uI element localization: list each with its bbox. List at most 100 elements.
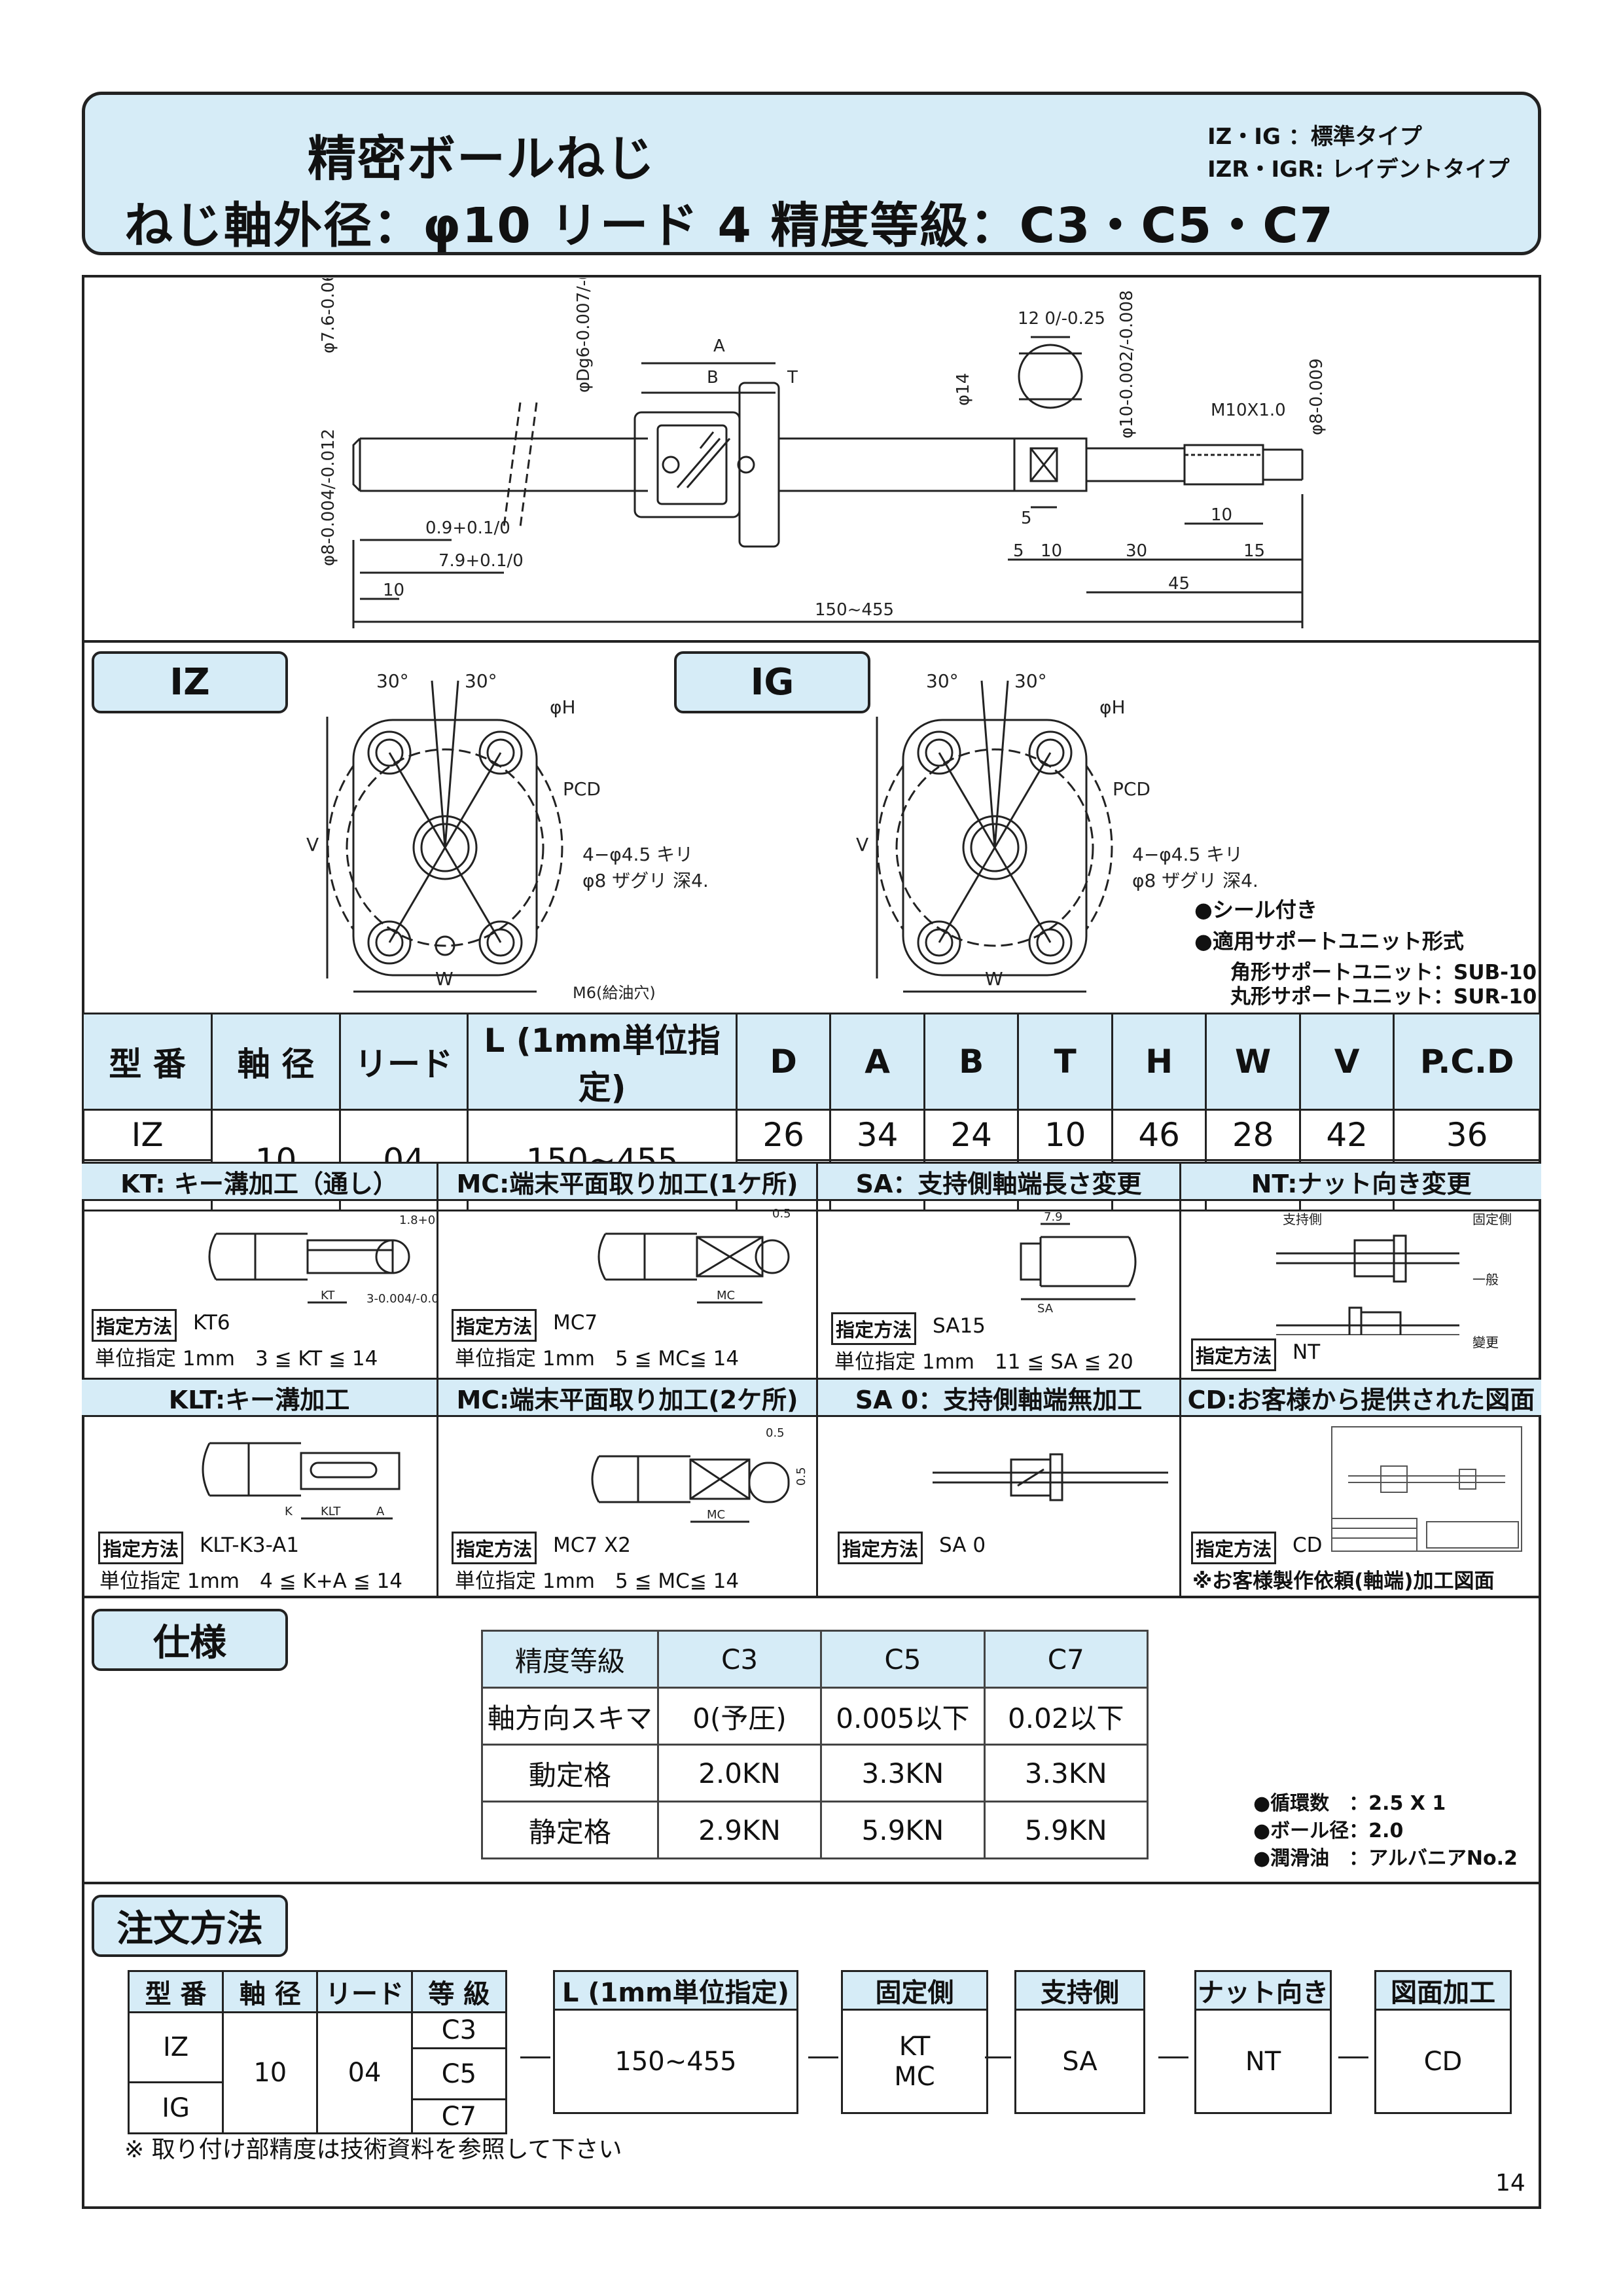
table-row: IZ 10 04 150~455 26 34 24 10 46 28 42 36 (81, 1109, 1541, 1211)
dim-phi14: φ14 (954, 373, 973, 406)
th-v: V (1298, 1013, 1395, 1111)
ig-cbore: φ8 ザグリ 深4.4 (1132, 870, 1257, 891)
dim-79: 7.9+0.1/0 (438, 551, 524, 571)
order-grade-c3: C3 (410, 2011, 508, 2049)
order-length-head: L (1mm単位指定) (555, 1972, 796, 2011)
label-order: 注文方法 (92, 1895, 288, 1957)
iz-flange-drawing: 30° 30° φH PCD 4−φ4.5 キリ φ8 ザグリ 深4.4 V W… (306, 670, 707, 1002)
cd-thumbnail-icon (1331, 1426, 1522, 1552)
ig-flange-drawing: 30° 30° φH PCD 4−φ4.5 キリ φ8 ザグリ 深4.4 V W (856, 670, 1257, 993)
klt-range: 単位指定 1mm 4 ≦ K+A ≦ 14 (99, 1570, 403, 1593)
order-drawing-val: CD (1423, 2046, 1463, 2077)
order-support-box: 支持側 SA (1014, 1970, 1145, 2114)
mc2-code: MC7 X2 (553, 1534, 631, 1557)
cell-h: 46 (1111, 1109, 1207, 1161)
opt-mc2-title: MC:端末平面取り加工(2ケ所) (438, 1378, 818, 1417)
klt-method-tag: 指定方法 (98, 1532, 184, 1564)
title-banner: 精密ボールねじ ねじ軸外径：φ10 リード 4 精度等級：C3・C5・C7 IZ… (82, 92, 1541, 255)
sa-label-sa: SA (1037, 1302, 1054, 1316)
shaft-drawing: φ7.6-0.06 φDg6-0.007/-0.020 φ8-0.004/-0.… (319, 278, 1327, 628)
order-fixed-box: 固定側 KT MC (841, 1970, 988, 2114)
dim-10-left: 10 (383, 581, 404, 600)
dim-12: 12 0/-0.25 (1018, 309, 1105, 329)
perf-cell: 軸方向スキマ (481, 1687, 659, 1746)
divider-spec (82, 1882, 1541, 1884)
nt-label-changed: 變更 (1472, 1335, 1499, 1350)
order-th-model: 型 番 (127, 1970, 224, 2013)
mc1-label-05: 0.5 (772, 1207, 791, 1221)
nt-label-support: 支持側 (1283, 1211, 1322, 1227)
order-th-grade: 等 級 (410, 1970, 508, 2013)
cell-pcd: 36 (1393, 1109, 1541, 1161)
cd-method-tag: 指定方法 (1191, 1532, 1277, 1564)
feature-seal: ●シール付き (1194, 897, 1317, 922)
th-t: T (1017, 1013, 1113, 1111)
order-support-val: SA (1062, 2046, 1097, 2077)
mc2-label-05a: 0.5 (766, 1426, 785, 1440)
order-support-head: 支持側 (1016, 1972, 1143, 2011)
iz-angle-left: 30° (376, 670, 409, 692)
order-drawing-head: 図面加工 (1376, 1972, 1510, 2011)
perf-th-c7: C7 (983, 1630, 1149, 1689)
cell-model: IZ (81, 1109, 213, 1161)
iz-w: W (435, 968, 454, 990)
table-row: 動定格 2.0KN 3.3KN 3.3KN (481, 1744, 1149, 1803)
main-frame (82, 275, 1541, 2209)
feature-sub: 角形サポートユニット：SUB-10 (1230, 961, 1537, 984)
klt-label-k: K (285, 1505, 293, 1518)
order-nut-box: ナット向き NT (1194, 1970, 1332, 2114)
perf-th-c3: C3 (656, 1630, 823, 1689)
dim-a: A (713, 336, 725, 356)
dim-phi8-left: φ8-0.004/-0.012 (319, 429, 338, 566)
ig-w: W (985, 968, 1003, 990)
mc1-range: 単位指定 1mm 5 ≦ MC≦ 14 (455, 1347, 740, 1371)
klt-code: KLT-K3-A1 (200, 1534, 300, 1557)
order-fixed-vals: KT MC (843, 2011, 986, 2112)
spec-note-lube: ●潤滑油 ：アルバニアNo.2 (1253, 1847, 1518, 1870)
dim-b: B (707, 368, 719, 387)
opt-nt-title: NT:ナット向き変更 (1181, 1162, 1541, 1201)
sa-method-tag: 指定方法 (831, 1312, 917, 1345)
dim-dg6: φDg6-0.007/-0.020 (574, 278, 594, 393)
mc1-code: MC7 (553, 1311, 598, 1335)
perf-cell: 0.005以下 (820, 1687, 986, 1746)
cell-v: 42 (1298, 1109, 1395, 1161)
perf-cell: 2.0KN (656, 1744, 823, 1803)
dim-phi10: φ10-0.002/-0.008 (1117, 290, 1137, 439)
kt-label-width: 3-0.004/-0.029 (366, 1292, 438, 1306)
perf-cell: 3.3KN (820, 1744, 986, 1803)
order-fixed-head: 固定側 (843, 1972, 986, 2011)
spec-note-circuits: ●循環数 ：2.5 X 1 (1253, 1792, 1446, 1815)
order-separator (1338, 2056, 1368, 2058)
klt-label-klt: KLT (321, 1505, 341, 1518)
sa-label-79: 7.9 (1044, 1210, 1063, 1224)
iz-phi-h: φH (550, 696, 576, 718)
iz-holes: 4−φ4.5 キリ (582, 844, 693, 865)
order-fixed-kt: KT (899, 2031, 931, 2062)
order-separator (520, 2056, 550, 2058)
th-shaft: 軸 径 (211, 1013, 341, 1111)
klt-drawing: K KLT A (202, 1442, 401, 1520)
iz-m6: M6(給油穴) (573, 984, 656, 1002)
order-nut-head: ナット向き (1196, 1972, 1330, 2011)
order-th-shaft: 軸 径 (222, 1970, 319, 2013)
iz-angle-right: 30° (465, 670, 497, 692)
order-length-box: L (1mm単位指定) 150~455 (553, 1970, 798, 2114)
perf-cell: 5.9KN (983, 1801, 1149, 1859)
table-row: 軸方向スキマ 0(予圧) 0.005以下 0.02以下 (481, 1687, 1149, 1746)
perf-cell: 0(予圧) (656, 1687, 823, 1746)
ig-angle-left: 30° (926, 670, 959, 692)
th-d: D (735, 1013, 832, 1111)
ig-v: V (856, 834, 868, 855)
dim-r10: 10 (1041, 541, 1062, 561)
ig-holes: 4−φ4.5 キリ (1132, 844, 1243, 865)
perf-th-grade: 精度等級 (481, 1630, 659, 1689)
type-note-raydent: IZR・IGR: レイデントタイプ (1207, 156, 1510, 183)
perf-cell: 0.02以下 (983, 1687, 1149, 1746)
kt-label-kt: KT (321, 1289, 335, 1302)
nt-label-fixed: 固定側 (1472, 1211, 1512, 1227)
order-fixed-mc: MC (894, 2061, 935, 2092)
mc2-range: 単位指定 1mm 5 ≦ MC≦ 14 (455, 1570, 740, 1593)
label-iz: IZ (92, 651, 288, 713)
order-model-iz: IZ (127, 2011, 224, 2083)
